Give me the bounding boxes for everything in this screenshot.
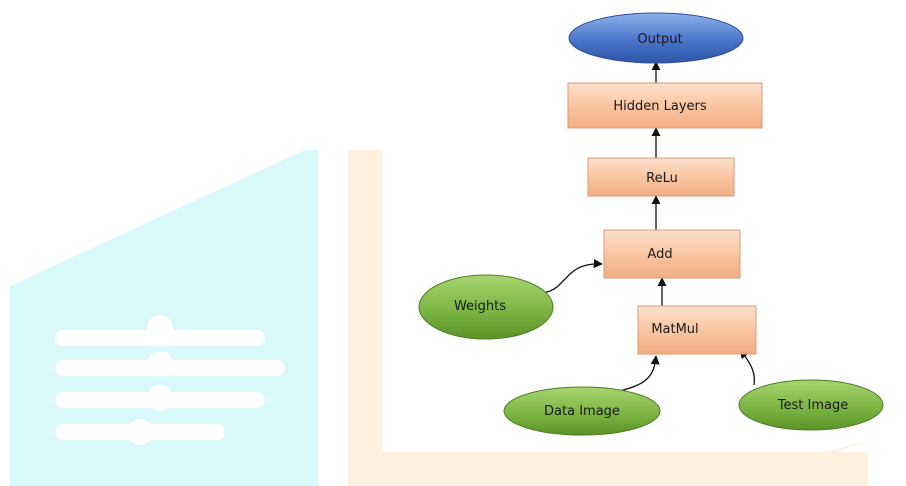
- watermark-logo: [10, 150, 870, 486]
- node-data-image: Data Image: [503, 386, 661, 436]
- node-data-image-shape: [503, 386, 661, 436]
- node-matmul: MatMul: [637, 305, 757, 355]
- node-add: Add: [603, 229, 741, 279]
- node-output-label: Output: [637, 32, 682, 47]
- node-relu-label: ReLu: [646, 171, 678, 186]
- edge-weights-to-add: [539, 259, 603, 294]
- node-hidden-layers-shape: [567, 82, 763, 129]
- edge-data-image-to-matmul: [609, 355, 660, 394]
- node-data-image-label: Data Image: [544, 404, 620, 419]
- node-output: Output: [568, 12, 744, 64]
- node-hidden-layers: Hidden Layers: [567, 82, 763, 129]
- node-matmul-shape: [637, 305, 757, 355]
- node-weights-shape: [418, 274, 554, 340]
- node-add-label: Add: [647, 247, 672, 262]
- node-relu: ReLu: [587, 157, 735, 197]
- node-relu-shape: [587, 157, 735, 197]
- node-weights: Weights: [418, 274, 554, 340]
- watermark-orange-base: [348, 452, 868, 486]
- node-matmul-label: MatMul: [651, 322, 698, 337]
- node-add-shape: [603, 229, 741, 279]
- node-hidden-layers-label: Hidden Layers: [613, 99, 707, 114]
- edge-test-image-to-matmul: [739, 349, 756, 386]
- node-test-image-label: Test Image: [777, 398, 848, 413]
- node-test-image: Test Image: [738, 379, 884, 431]
- node-output-shape: [568, 12, 744, 64]
- node-weights-label: Weights: [454, 299, 506, 314]
- watermark-orange-bar: [348, 150, 382, 486]
- node-test-image-shape: [738, 379, 884, 431]
- watermark-cloud-icon: [55, 315, 285, 445]
- watermark-orange-triangle: [700, 440, 870, 486]
